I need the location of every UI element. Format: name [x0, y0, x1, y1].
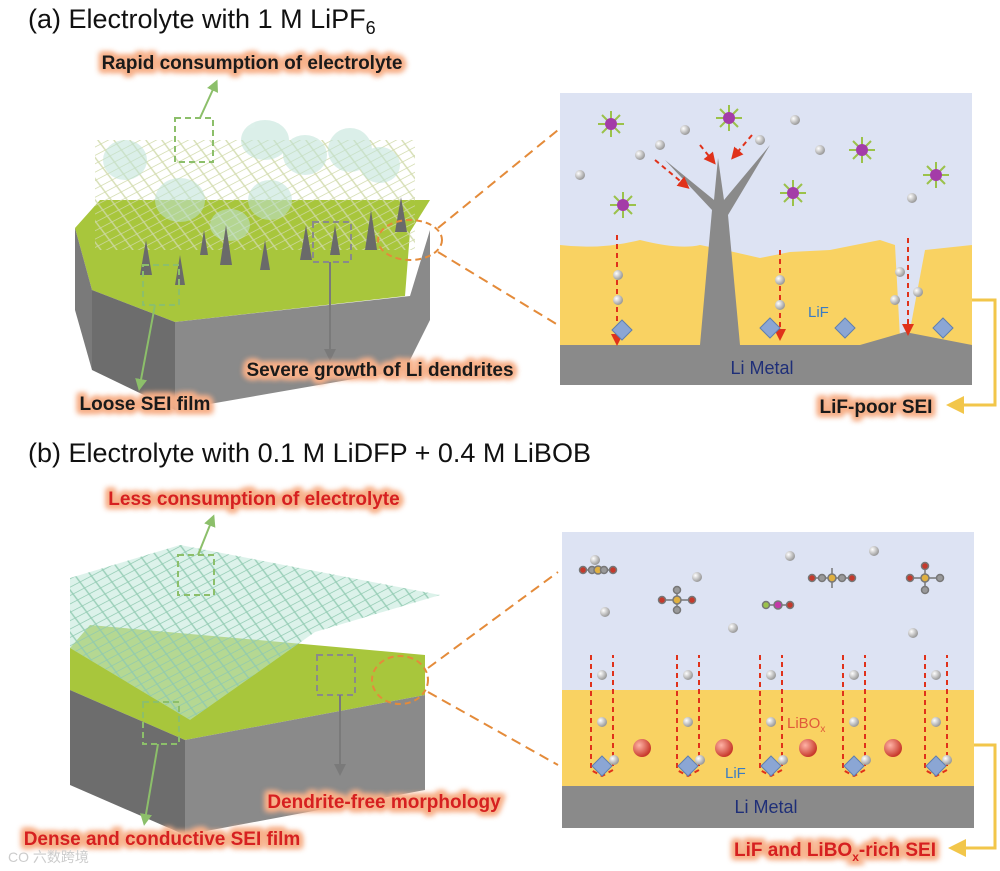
- inset-a-metal-label: Li Metal: [730, 358, 793, 378]
- panel-b-title: (b) Electrolyte with 0.1 M LiDFP + 0.4 M…: [28, 438, 591, 468]
- label-loose-sei: Loose SEI film Loose SEI film: [80, 394, 211, 415]
- inset-b-lif-label: LiF: [725, 765, 746, 782]
- svg-text:LiF and LiBOx-rich SEI: LiF and LiBOx-rich SEI: [734, 840, 936, 864]
- label-lif-libox-rich-sei: LiF and LiBOx-rich SEI LiF and LiBOx-ric…: [734, 840, 936, 864]
- watermark: CO 六数跨境: [8, 849, 89, 865]
- inset-b-metal-label: Li Metal: [734, 797, 797, 817]
- arrow-consumption-b: [198, 520, 212, 555]
- inset-a-lif-label: LiF: [808, 304, 829, 321]
- svg-text:LiF-poor SEI: LiF-poor SEI: [820, 397, 933, 418]
- svg-text:Dendrite-free morphology: Dendrite-free morphology: [267, 792, 501, 813]
- inset-b: LiBOx LiF Li Metal: [562, 532, 974, 828]
- label-dense-sei: Dense and conductive SEI film Dense and …: [24, 829, 301, 850]
- zoom-leader-top-b: [428, 572, 558, 668]
- zoom-leader-bottom-b: [428, 692, 558, 765]
- svg-text:Rapid consumption of electroly: Rapid consumption of electrolyte: [102, 53, 403, 74]
- svg-text:Severe growth of Li dendrites: Severe growth of Li dendrites: [246, 360, 513, 381]
- arrow-consumption-a: [200, 85, 215, 118]
- svg-text:Less consumption of electrolyt: Less consumption of electrolyte: [108, 489, 399, 510]
- svg-text:Dense and conductive SEI film: Dense and conductive SEI film: [24, 829, 301, 850]
- label-less-consumption: Less consumption of electrolyte Less con…: [108, 489, 399, 510]
- label-lif-poor-sei: LiF-poor SEI LiF-poor SEI: [820, 397, 933, 418]
- svg-text:Loose SEI film: Loose SEI film: [80, 394, 211, 415]
- label-dendrite-free: Dendrite-free morphology Dendrite-free m…: [267, 792, 501, 813]
- zoom-leader-bottom-a: [438, 252, 558, 325]
- inset-a: LiF Li Metal: [560, 93, 972, 385]
- zoom-leader-top-a: [438, 130, 558, 228]
- label-rapid-consumption: Rapid consumption of electrolyte Rapid c…: [102, 53, 403, 74]
- label-dendrite-growth: Severe growth of Li dendrites Severe gro…: [246, 360, 513, 381]
- panel-a-title: (a) Electrolyte with 1 M LiPF6: [28, 4, 376, 38]
